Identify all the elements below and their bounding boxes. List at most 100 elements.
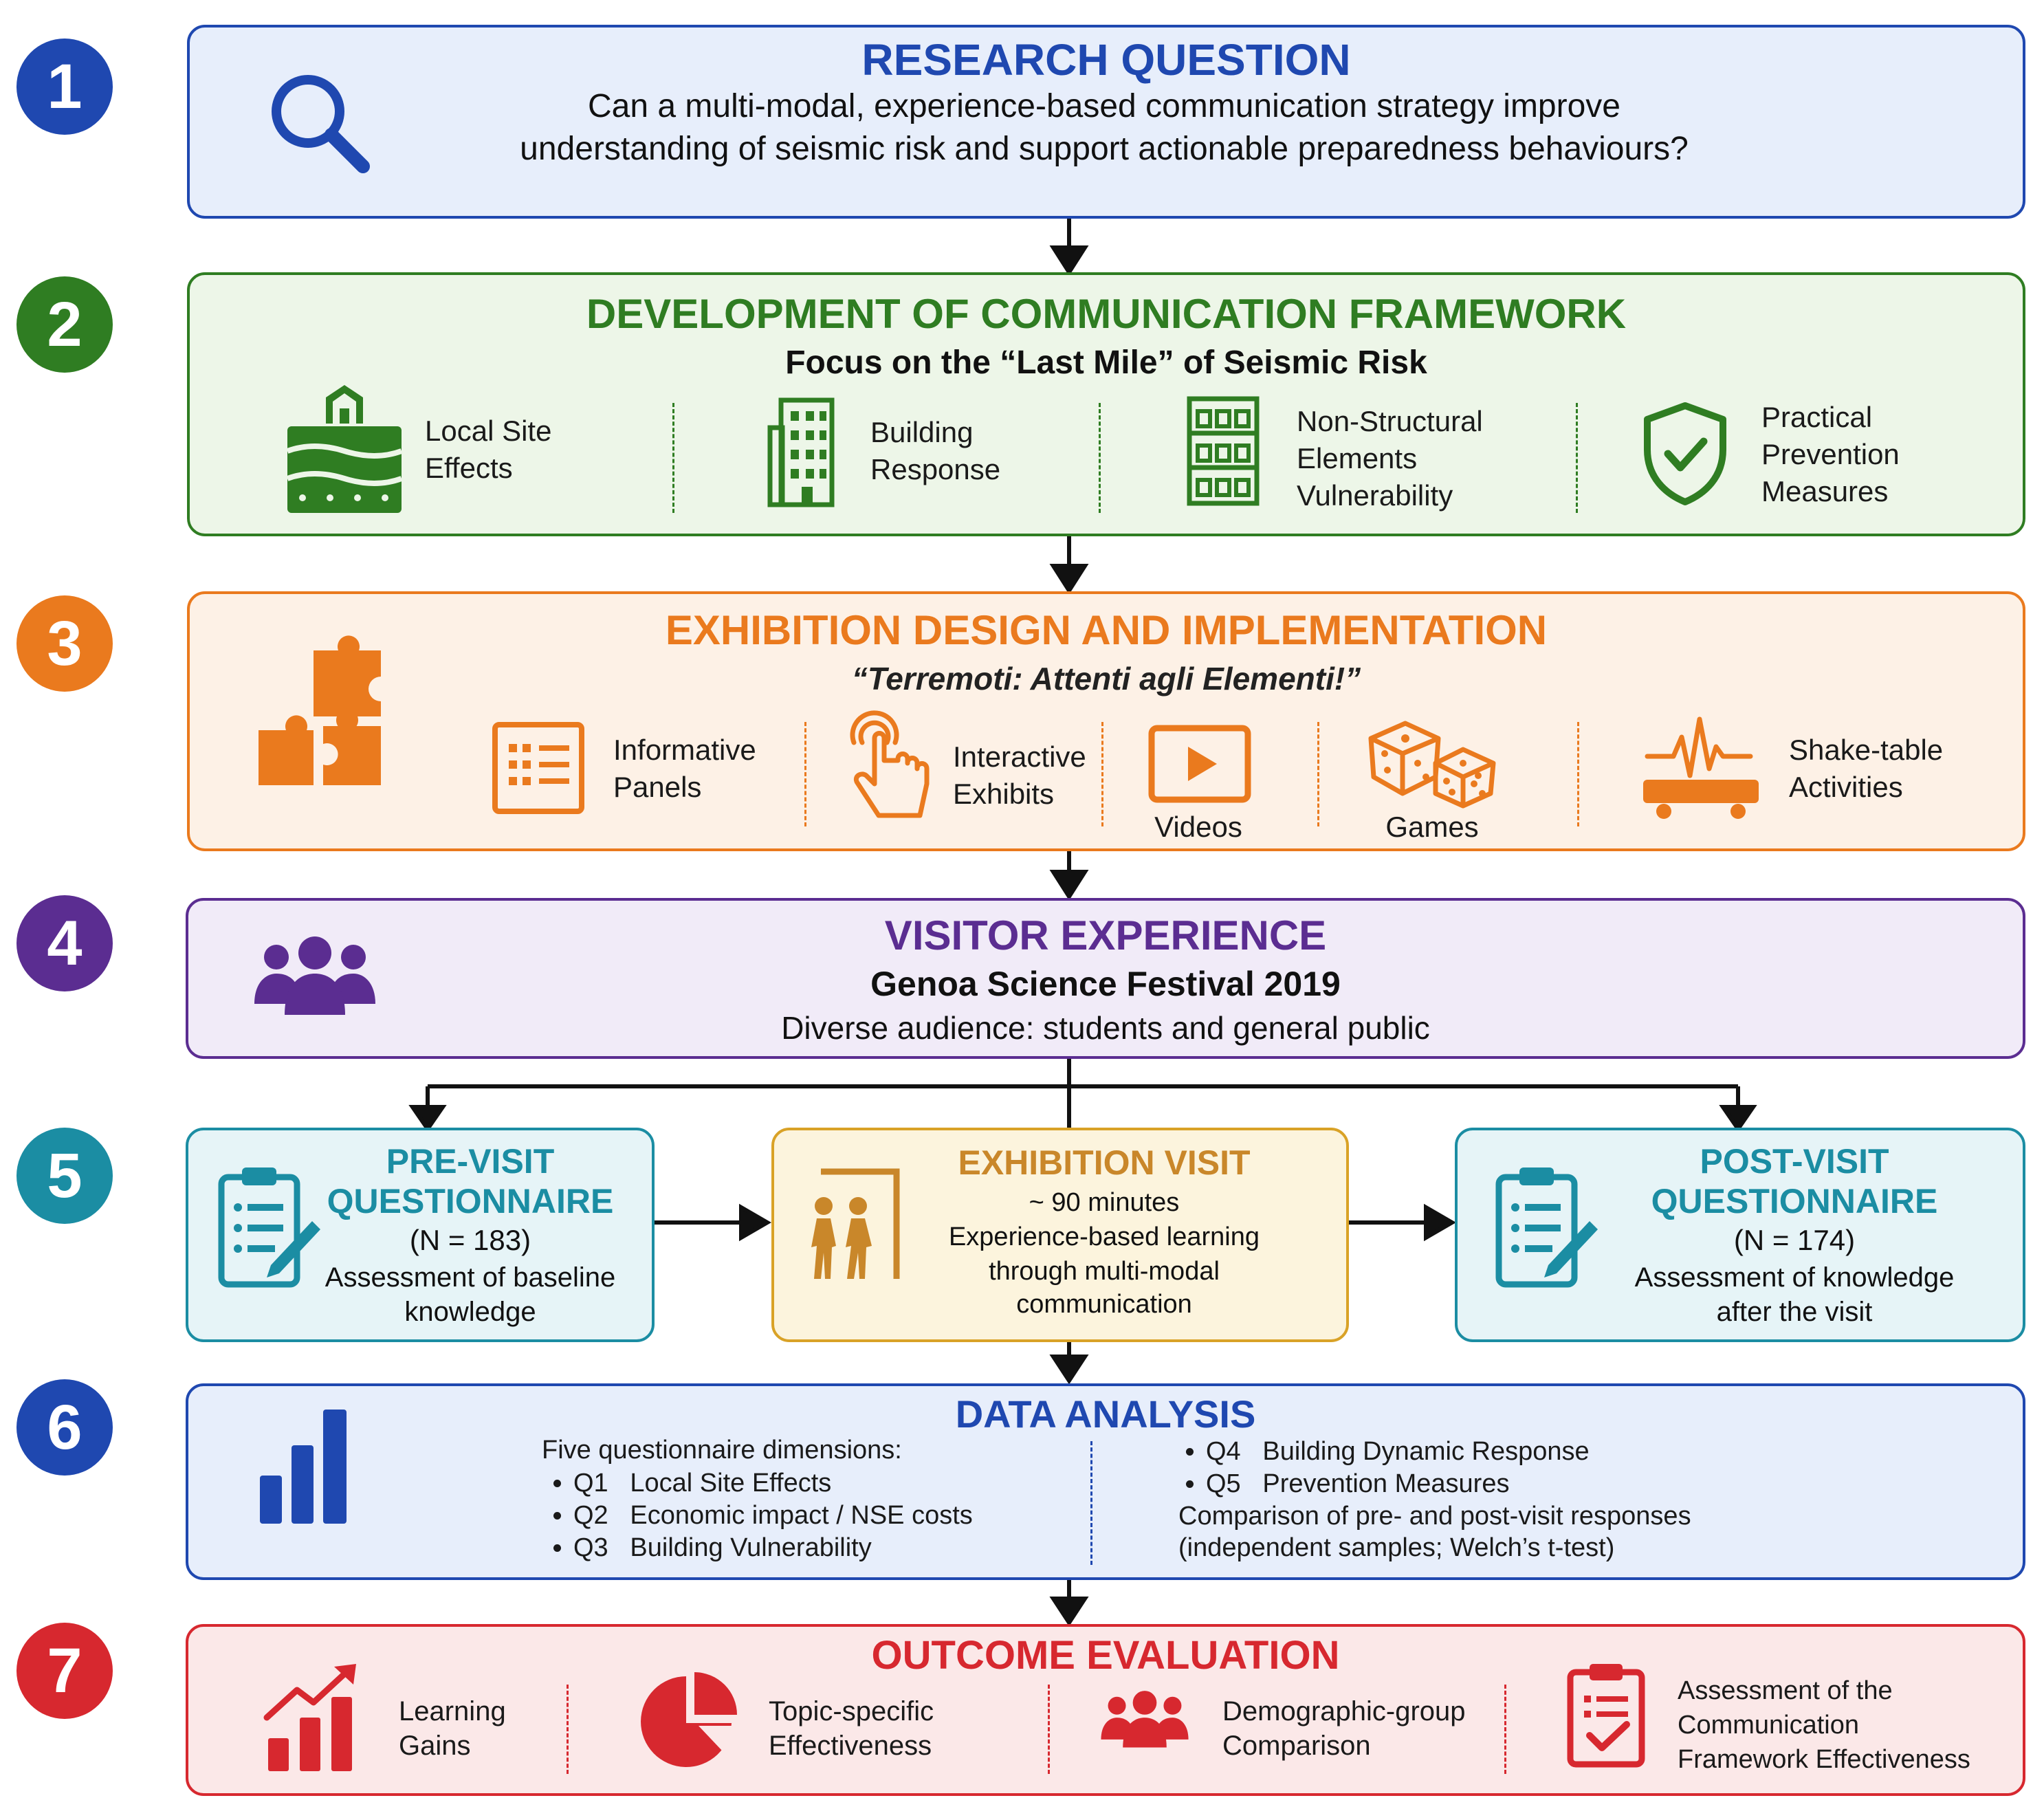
exhibition-item-label: Interactive Exhibits xyxy=(953,741,1086,810)
panel-icon xyxy=(492,722,584,814)
divider xyxy=(1504,1685,1506,1774)
step-number-badge: 3 xyxy=(17,595,113,692)
divider xyxy=(1317,722,1319,826)
divider xyxy=(1099,403,1101,513)
touch-icon xyxy=(850,710,930,818)
outcome-item-label-line2: Effectiveness xyxy=(769,1731,932,1761)
framework-subtitle: Focus on the “Last Mile” of Seismic Risk xyxy=(785,344,1427,381)
step-number-badge: 1 xyxy=(17,39,113,135)
exhibition-visit-title: EXHIBITION VISIT xyxy=(958,1143,1251,1182)
outcome-item-label-line1: Learning xyxy=(399,1696,506,1726)
divider xyxy=(804,722,806,826)
house-on-ground-icon xyxy=(286,385,403,513)
bar-chart-icon xyxy=(260,1410,347,1524)
clipboard-pen-icon xyxy=(218,1167,320,1288)
data-analysis-title: DATA ANALYSIS xyxy=(955,1392,1256,1436)
dimensions-list-right: Q4 Building Dynamic Response Q5 Preventi… xyxy=(1174,1436,1590,1500)
dimensions-list-left: Q1 Local Site Effects Q2 Economic impact… xyxy=(542,1467,973,1564)
dimension-item: Q4 Building Dynamic Response xyxy=(1206,1436,1590,1468)
divider xyxy=(1090,1441,1092,1565)
research-question-title: RESEARCH QUESTION xyxy=(861,35,1351,85)
dimension-item: Q2 Economic impact / NSE costs xyxy=(573,1500,973,1532)
outcome-evaluation-box: OUTCOME EVALUATION Learning Gains Topic-… xyxy=(186,1624,2025,1796)
visitor-experience-box: VISITOR EXPERIENCE Genoa Science Festiva… xyxy=(186,898,2025,1059)
outcome-evaluation-title: OUTCOME EVALUATION xyxy=(871,1633,1340,1678)
framework-item-label: Building Response xyxy=(870,416,1001,485)
step-number-badge: 7 xyxy=(17,1623,113,1719)
research-question-text: Can a multi-modal, experience-based comm… xyxy=(520,88,1689,167)
outcome-item-label-line2: Communication xyxy=(1678,1711,1859,1740)
pre-visit-sample-size: (N = 183) xyxy=(409,1224,531,1256)
exhibition-design-title: EXHIBITION DESIGN AND IMPLEMENTATION xyxy=(665,607,1548,653)
framework-item-label: Practical Prevention Measures xyxy=(1761,401,1900,507)
puzzle-icon xyxy=(259,635,381,785)
pre-visit-questionnaire-box: PRE-VISIT QUESTIONNAIRE (N = 183) Assess… xyxy=(186,1128,655,1342)
exhibition-design-subtitle: “Terremoti: Attenti agli Elementi!” xyxy=(851,661,1361,697)
post-visit-text-line1: Assessment of knowledge xyxy=(1634,1262,1955,1293)
dimension-item: Q5 Prevention Measures xyxy=(1206,1468,1590,1500)
divider xyxy=(1576,403,1578,513)
visitor-experience-title: VISITOR EXPERIENCE xyxy=(884,912,1327,958)
comparison-text-line2: (independent samples; Welch’s t-test) xyxy=(1178,1533,1615,1562)
clipboard-check-icon xyxy=(1567,1664,1645,1768)
pre-visit-title-line2: QUESTIONNAIRE xyxy=(327,1182,614,1220)
group-icon xyxy=(254,936,375,1015)
data-analysis-box: DATA ANALYSIS Five questionnaire dimensi… xyxy=(186,1383,2025,1580)
magnifier-icon xyxy=(272,75,370,173)
outcome-item-label-line2: Gains xyxy=(399,1731,471,1761)
research-question-box: RESEARCH QUESTION Can a multi-modal, exp… xyxy=(187,25,2025,219)
exhibition-visit-duration: ~ 90 minutes xyxy=(1029,1188,1180,1217)
exhibition-visit-text-line3: communication xyxy=(1016,1290,1192,1319)
post-visit-questionnaire-box: POST-VISIT QUESTIONNAIRE (N = 174) Asses… xyxy=(1455,1128,2025,1342)
dice-icon xyxy=(1368,721,1496,809)
pre-visit-title-line1: PRE-VISIT xyxy=(386,1142,555,1181)
exhibition-item-label: Informative Panels xyxy=(613,734,756,803)
clipboard-pen-icon xyxy=(1495,1167,1598,1288)
dimensions-intro: Five questionnaire dimensions: xyxy=(542,1436,902,1465)
visitor-experience-text: Diverse audience: students and general p… xyxy=(781,1010,1430,1046)
post-visit-text-line2: after the visit xyxy=(1716,1297,1873,1327)
growth-chart-icon xyxy=(263,1664,356,1771)
framework-title: DEVELOPMENT OF COMMUNICATION FRAMEWORK xyxy=(586,291,1627,337)
building-icon xyxy=(767,397,835,507)
framework-box: DEVELOPMENT OF COMMUNICATION FRAMEWORK F… xyxy=(187,272,2025,536)
divider xyxy=(567,1685,569,1774)
divider xyxy=(1101,722,1103,826)
divider xyxy=(672,403,674,513)
pre-visit-text-line2: knowledge xyxy=(404,1297,536,1327)
step-number-badge: 6 xyxy=(17,1379,113,1476)
exhibition-visit-text-line1: Experience-based learning xyxy=(948,1223,1260,1251)
post-visit-title-line2: QUESTIONNAIRE xyxy=(1651,1182,1938,1220)
visitor-experience-subtitle: Genoa Science Festival 2019 xyxy=(870,965,1341,1003)
pre-visit-text-line1: Assessment of baseline xyxy=(325,1262,616,1293)
exhibition-item-label: Games xyxy=(1385,811,1479,843)
divider xyxy=(1577,722,1579,826)
play-icon xyxy=(1148,725,1251,803)
exhibition-design-box: EXHIBITION DESIGN AND IMPLEMENTATION “Te… xyxy=(187,591,2025,851)
outcome-item-label-line1: Demographic-group xyxy=(1222,1696,1466,1726)
outcome-item-label-line1: Topic-specific xyxy=(769,1696,934,1726)
visitors-door-icon xyxy=(811,1168,900,1279)
divider xyxy=(1048,1685,1050,1774)
dimension-item: Q1 Local Site Effects xyxy=(573,1467,973,1500)
framework-item-label: Local Site Effects xyxy=(425,415,552,484)
shield-check-icon xyxy=(1644,402,1726,505)
pie-chart-icon xyxy=(641,1672,737,1767)
framework-item-label: Non-Structural Elements Vulnerability xyxy=(1297,405,1483,512)
step-number-badge: 4 xyxy=(17,895,113,991)
post-visit-title-line1: POST-VISIT xyxy=(1700,1142,1889,1181)
shake-table-icon xyxy=(1643,716,1759,819)
comparison-text-line1: Comparison of pre- and post-visit respon… xyxy=(1178,1502,1691,1531)
outcome-item-label-line1: Assessment of the xyxy=(1678,1676,1893,1705)
shelving-icon xyxy=(1187,396,1260,506)
exhibition-item-label: Videos xyxy=(1154,811,1242,843)
outcome-item-label-line3: Framework Effectiveness xyxy=(1678,1745,1970,1774)
exhibition-visit-box: EXHIBITION VISIT ~ 90 minutes Experience… xyxy=(771,1128,1349,1342)
outcome-item-label-line2: Comparison xyxy=(1222,1731,1371,1761)
step-number-badge: 2 xyxy=(17,276,113,373)
group-icon xyxy=(1101,1691,1189,1748)
post-visit-sample-size: (N = 174) xyxy=(1733,1224,1856,1256)
step-number-badge: 5 xyxy=(17,1128,113,1224)
exhibition-item-label: Shake-table Activities xyxy=(1789,734,1944,803)
